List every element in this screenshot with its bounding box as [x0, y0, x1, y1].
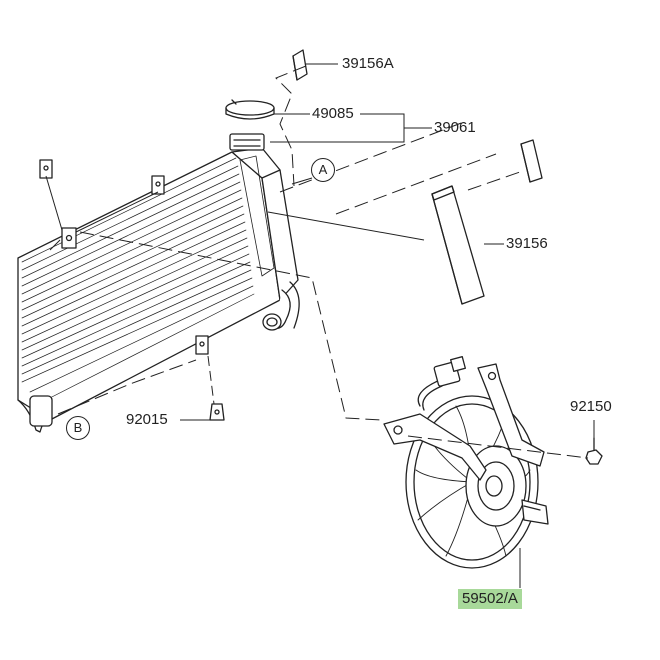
bolt-92150 — [585, 437, 603, 465]
radiator-clip-mid — [61, 227, 77, 249]
radiator-cap — [225, 99, 275, 120]
filler-neck — [229, 133, 265, 151]
cushion-39156 — [431, 185, 485, 305]
cushion-39061-small — [520, 139, 543, 183]
part-label-39061[interactable]: 39061 — [434, 119, 476, 136]
part-label-39156[interactable]: 39156 — [506, 235, 548, 252]
part-label-49085[interactable]: 49085 — [312, 105, 354, 122]
clip-92015 — [209, 403, 225, 421]
leader-lines — [45, 63, 595, 588]
part-label-92150[interactable]: 92150 — [570, 398, 612, 415]
cushion-39156A — [292, 49, 308, 81]
radiator-clip-top-left — [39, 159, 53, 179]
radiator-core — [17, 151, 281, 433]
outlet-pipe — [262, 281, 300, 331]
cooling-fan-assembly — [383, 356, 549, 569]
part-label-92015[interactable]: 92015 — [126, 411, 168, 428]
reference-marker-a: A — [311, 158, 335, 182]
radiator-clip-lower — [195, 335, 209, 355]
radiator-clip-upper — [151, 175, 165, 195]
reference-marker-b: B — [66, 416, 90, 440]
part-label-39156A[interactable]: 39156A — [342, 55, 394, 72]
part-label-59502A[interactable]: 59502/A — [458, 589, 522, 609]
